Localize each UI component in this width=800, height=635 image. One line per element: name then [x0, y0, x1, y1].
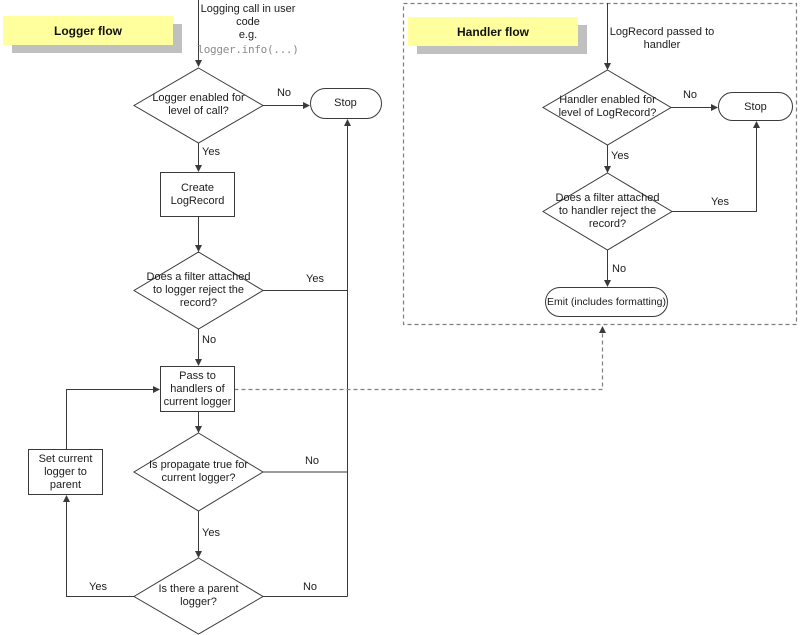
- logger-filter-decision-label: Does a filter attached to logger reject …: [146, 271, 251, 309]
- handler-filter-decision-diamond: [542, 172, 673, 251]
- logger-flow-sticky: Logger flow: [3, 16, 182, 53]
- edge-label-yes: Yes: [711, 196, 729, 208]
- handler-flow-title: Handler flow: [408, 17, 578, 46]
- edge-label-yes: Yes: [202, 527, 220, 539]
- edge-label-no: No: [682, 89, 698, 101]
- logger-stop-terminator: [310, 88, 382, 119]
- handler-stop-label: Stop: [744, 100, 767, 113]
- edge-label-yes: Yes: [89, 581, 107, 593]
- parent-decision-label: Is there a parent logger?: [158, 583, 239, 608]
- edge-label-no: No: [302, 581, 318, 593]
- arrow-down-icon: [604, 166, 611, 173]
- logger-level-decision-diamond: [133, 67, 264, 144]
- propagate-decision-label: Is propagate true for current logger?: [148, 459, 249, 484]
- arrow-right-icon: [303, 102, 310, 109]
- arrow-down-icon: [195, 60, 202, 67]
- arrow-up-icon: [344, 119, 351, 126]
- arrow-down-icon: [195, 359, 202, 366]
- parent-decision-diamond: [133, 557, 264, 635]
- logger-flow-title: Logger flow: [3, 16, 173, 45]
- propagate-decision-diamond: [133, 432, 264, 512]
- arrow-up-icon: [753, 121, 760, 128]
- setparent-to-pass-line: [66, 389, 153, 450]
- set-current-logger-box: [28, 449, 103, 495]
- pass-to-handlerflow-dashed-line: [234, 333, 604, 391]
- pass-to-handlers-box: [160, 366, 235, 412]
- logger-level-decision-label: Logger enabled for level of call?: [152, 92, 245, 117]
- edge-label-no: No: [202, 334, 217, 346]
- create-logrecord-label: Create LogRecord: [170, 181, 225, 207]
- edge-label-no: No: [276, 87, 292, 99]
- arrow-down-icon: [604, 63, 611, 70]
- arrow-up-icon: [63, 495, 70, 502]
- arrow-right-icon: [153, 386, 160, 393]
- arrow-down-icon: [195, 165, 202, 172]
- handler-stop-terminator: [718, 92, 793, 121]
- handler-filter-decision-label: Does a filter attached to handler reject…: [555, 192, 660, 230]
- handler-filter-yes-line: [672, 128, 757, 212]
- handler-entry-note: LogRecord passed to handler: [609, 26, 715, 51]
- edge-label-yes: Yes: [202, 146, 220, 158]
- edge-label-yes: Yes: [306, 273, 324, 285]
- logger-entry-code: logger.info(...): [197, 43, 299, 56]
- edge-label-no: No: [304, 455, 320, 467]
- logger-filter-decision-diamond: [133, 251, 264, 330]
- handler-level-decision-diamond: [542, 69, 672, 146]
- handler-flow-sticky: Handler flow: [408, 17, 587, 54]
- parent-yes-line: [66, 502, 134, 597]
- arrow-down-icon: [604, 280, 611, 287]
- handler-level-decision-label: Handler enabled for level of LogRecord?: [558, 94, 657, 119]
- logger-stop-label: Stop: [334, 97, 357, 109]
- arrow-up-icon: [599, 326, 606, 333]
- arrow-down-icon: [195, 551, 202, 558]
- emit-label: Emit (includes formatting): [546, 296, 667, 308]
- set-current-logger-label: Set current logger to parent: [38, 452, 93, 491]
- pass-to-handlers-label: Pass to handlers of current logger: [163, 369, 232, 408]
- arrow-right-icon: [711, 104, 718, 111]
- arrow-down-icon: [195, 245, 202, 252]
- handler-flow-frame: [402, 2, 798, 326]
- create-logrecord-box: [160, 172, 235, 217]
- emit-terminator: [545, 287, 668, 317]
- edge-label-yes: Yes: [611, 150, 629, 162]
- arrow-down-icon: [195, 426, 202, 433]
- logger-entry-note: Logging call in user code e.g.: [200, 3, 296, 41]
- edge-label-no: No: [612, 263, 627, 275]
